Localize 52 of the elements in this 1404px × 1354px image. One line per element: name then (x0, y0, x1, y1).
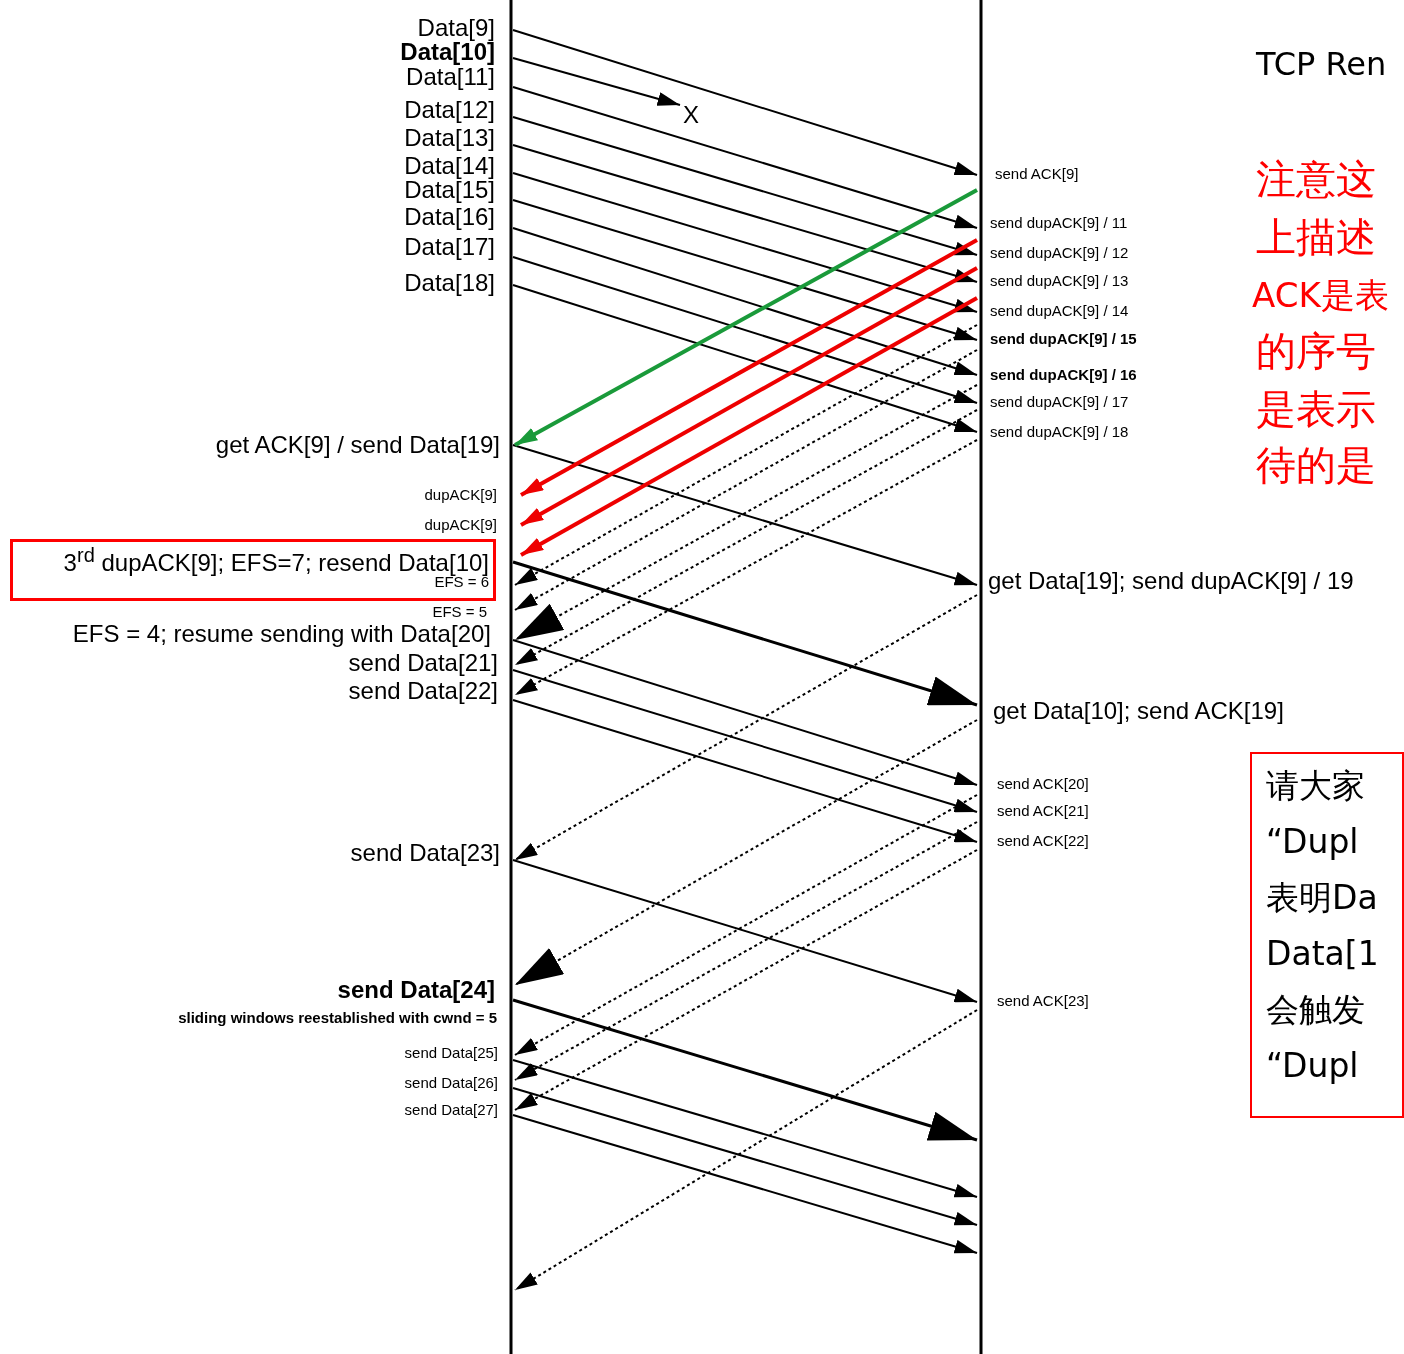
box-text: 会触发 (1266, 992, 1365, 1029)
label-text: send dupACK[9] / 17 (990, 393, 1129, 411)
note-text: ACK是表 (1252, 275, 1389, 315)
label-text: send ACK[22] (997, 832, 1089, 850)
label-text: send Data[22] (348, 676, 498, 705)
box-text: 表明Da (1266, 880, 1378, 917)
note-text: 上描述 (1256, 214, 1376, 260)
label-text: Data[9] (417, 13, 495, 41)
note-box (1250, 752, 1404, 1118)
label-text: get ACK[9] / send Data[19] (215, 430, 500, 459)
label-text: send dupACK[9] / 15 (990, 330, 1137, 348)
label-text: Data[14] (404, 151, 495, 179)
label-text: Data[18] (404, 268, 495, 297)
label-text: send dupACK[9] / 12 (990, 244, 1129, 262)
label-text: send Data[23] (350, 838, 500, 867)
box-text: “Dupl (1266, 1048, 1359, 1085)
label-text: send dupACK[9] / 18 (990, 423, 1129, 441)
box-text: Data[1 (1266, 936, 1379, 973)
label-text: Data[17] (404, 232, 495, 261)
note-text: 是表示 (1256, 386, 1376, 432)
label-text: send ACK[23] (997, 992, 1089, 1010)
note-text: 待的是 (1256, 442, 1376, 488)
label-text: dupACK[9] (424, 486, 497, 504)
label-text: send ACK[9] (995, 165, 1079, 183)
label-text: get Data[10]; send ACK[19] (993, 696, 1284, 725)
label-text: EFS = 5 (432, 603, 487, 621)
label-text: send Data[24] (337, 975, 495, 1004)
label-text: sliding windows reestablished with cwnd = 5 (178, 1009, 497, 1027)
title: TCP Ren (1256, 46, 1387, 83)
label-text: Data[16] (404, 202, 495, 231)
label-text: send dupACK[9] / 14 (990, 302, 1129, 320)
note-text: 注意这 (1256, 156, 1376, 202)
label-text: send dupACK[9] / 13 (990, 272, 1129, 290)
highlight-box (10, 539, 496, 601)
label-text: Data[12] (404, 95, 495, 124)
label-text: send Data[25] (404, 1044, 498, 1062)
label-text: X (683, 100, 699, 129)
label-text: get Data[19]; send dupACK[9] / 19 (988, 566, 1354, 595)
box-text: 请大家 (1266, 768, 1365, 805)
label-text: send ACK[20] (997, 775, 1089, 793)
label-text: send Data[21] (348, 648, 498, 677)
label-text: EFS = 4; resume sending with Data[20] (72, 619, 491, 648)
label-text: send Data[27] (404, 1101, 498, 1119)
box-text: 3$^{rd}$ dupACK[9]; EFS=7; resend Data[10] (63, 544, 489, 577)
box-text: “Dupl (1266, 824, 1359, 861)
label-text: send Data[26] (404, 1074, 498, 1092)
label-text: dupACK[9] (424, 516, 497, 534)
label-text: Data[13] (404, 123, 495, 152)
label-text: send dupACK[9] / 11 (990, 214, 1128, 232)
label-text: send dupACK[9] / 16 (990, 366, 1137, 384)
note-text: 的序号 (1256, 328, 1376, 374)
label-text: send ACK[21] (997, 802, 1089, 820)
